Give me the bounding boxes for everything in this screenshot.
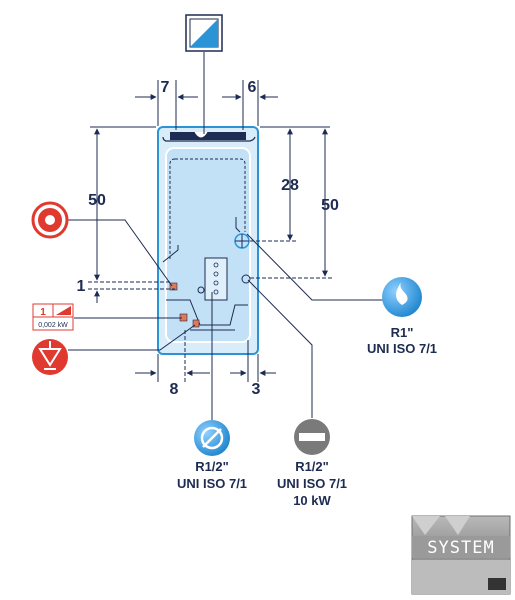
bottom-right-conn-line2: UNI ISO 7/1 (277, 476, 347, 491)
right-conn-line1: R1" (391, 325, 414, 340)
bottom-left-conn-line2: UNI ISO 7/1 (177, 476, 247, 491)
bottom-right-conn-line3: 10 kW (293, 493, 331, 508)
system-logo: SYSTEM (411, 515, 511, 595)
dim-left-small: 1 (77, 278, 86, 295)
soft-water-point (197, 286, 205, 294)
power-badge-number: 1 (40, 307, 46, 318)
electrical-connection-icon (31, 201, 69, 239)
water-inlet-icon (185, 14, 223, 52)
connection-points (169, 233, 251, 328)
bottom-left-conn-line1: R1/2" (195, 459, 229, 474)
bottom-right-conn-line1: R1/2" (295, 459, 329, 474)
soft-water-icon (194, 420, 230, 456)
dim-right-inner: 28 (281, 177, 299, 194)
dim-left-height: 50 (88, 192, 106, 209)
dim-top-right: 6 (248, 79, 257, 96)
water-supply-icon (382, 277, 422, 317)
dim-bottom-right: 3 (252, 381, 261, 398)
gas-point (241, 274, 251, 284)
drain-point (192, 319, 200, 328)
top-panel (170, 132, 246, 140)
logo-text: SYSTEM (427, 538, 494, 558)
power-badge: 1 0,002 kW (32, 303, 74, 331)
drain-funnel-icon (32, 339, 68, 375)
dim-bottom-left: 8 (170, 381, 179, 398)
appliance-body (157, 126, 259, 355)
leader-lines (64, 52, 385, 420)
gas-connection-icon (294, 419, 330, 455)
power-badge-value: 0,002 kW (38, 322, 68, 329)
dim-right-outer: 50 (321, 197, 339, 214)
electric-point (169, 282, 178, 291)
right-conn-line2: UNI ISO 7/1 (367, 341, 437, 356)
dimension-lines (88, 80, 332, 382)
dim-top-left: 7 (161, 79, 170, 96)
